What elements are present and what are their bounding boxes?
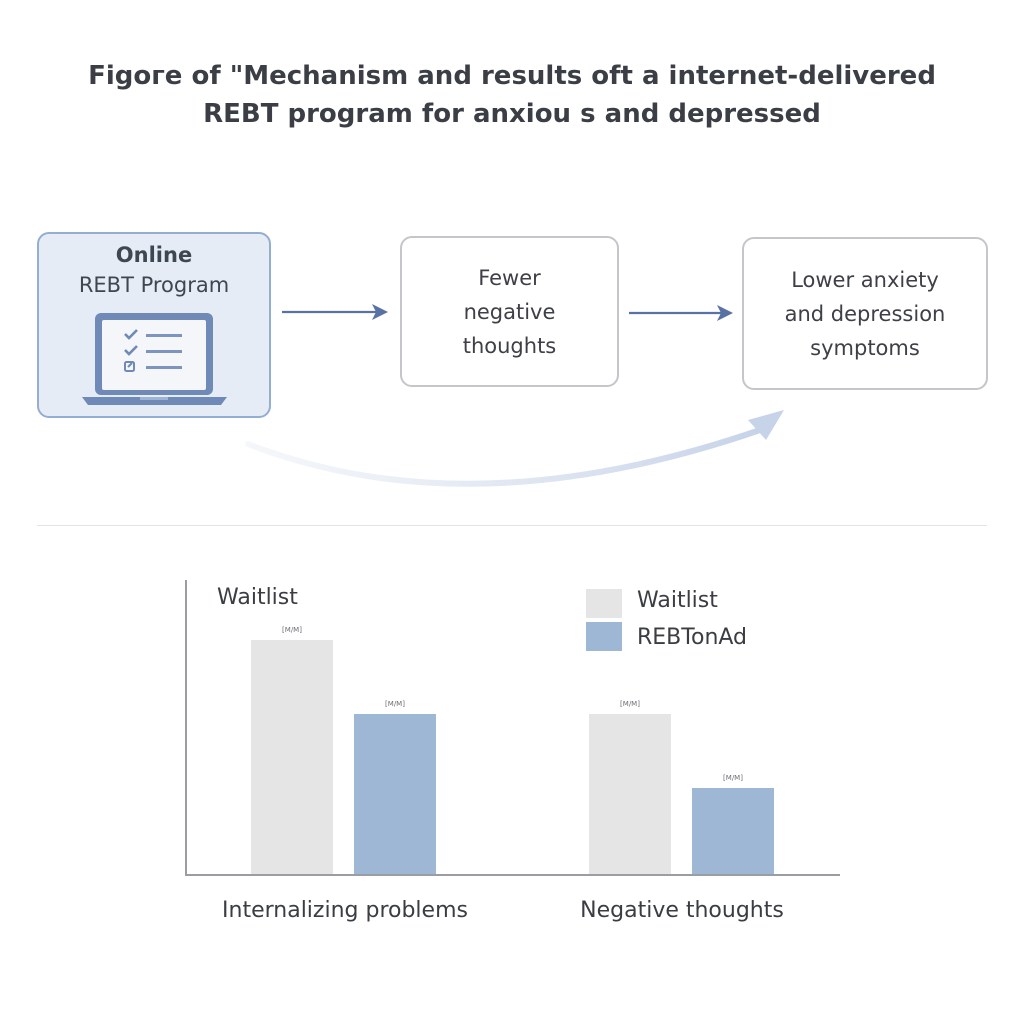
- bar-waitlist-negative-thoughts: [589, 714, 671, 874]
- arrow-thoughts-to-outcome: [629, 305, 733, 321]
- outcome-box-line-2: and depression: [784, 301, 946, 326]
- middle-box-line-2: negative: [463, 299, 556, 324]
- legend-swatch-waitlist: [586, 589, 622, 618]
- chart-x-axis: [185, 874, 840, 876]
- bar-value-label: [M/M]: [385, 700, 405, 709]
- figure-title-line-1: Figoгe of "Mechanism and results oft a i…: [88, 61, 936, 91]
- arrow-program-to-thoughts: [282, 304, 388, 320]
- laptop-checklist-icon: [82, 313, 227, 405]
- middle-box-line-1: Fewer: [478, 265, 541, 290]
- bar-value-label: [M/M]: [282, 626, 302, 635]
- section-divider: [37, 525, 987, 526]
- bar-value-label: [M/M]: [620, 700, 640, 709]
- curved-direct-effect-arrow: [245, 410, 784, 487]
- outcome-box-line-1: Lower anxiety: [791, 267, 939, 292]
- legend-swatch-rebtonad: [586, 622, 622, 651]
- middle-box-line-3: thoughts: [462, 333, 557, 358]
- chart-top-left-label: Waitlist: [217, 585, 298, 610]
- outcome-box-line-3: symptoms: [810, 335, 920, 360]
- fewer-negative-thoughts-box: Fewer negative thoughts: [400, 236, 619, 387]
- bar-value-label: [M/M]: [723, 774, 743, 783]
- category-label-internalizing: Internalizing problems: [222, 898, 468, 923]
- program-label-line-2: REBT Program: [78, 273, 230, 297]
- bar-rebtonad-negative-thoughts: [692, 788, 774, 874]
- legend-label-rebtonad: REBTonAd: [637, 625, 748, 650]
- program-label-line-1: Online: [115, 243, 193, 267]
- bar-waitlist-internalizing-problems: [251, 640, 333, 874]
- bar-rebtonad-internalizing-problems: [354, 714, 436, 874]
- lower-symptoms-box: Lower anxiety and depression symptoms: [742, 237, 988, 390]
- chart-y-axis: [185, 580, 187, 876]
- legend-label-waitlist: Waitlist: [637, 588, 718, 613]
- category-label-negative-thoughts: Negative thoughts: [580, 898, 784, 923]
- figure-title-line-2: REBT program for anxiou s and depressed: [203, 99, 821, 129]
